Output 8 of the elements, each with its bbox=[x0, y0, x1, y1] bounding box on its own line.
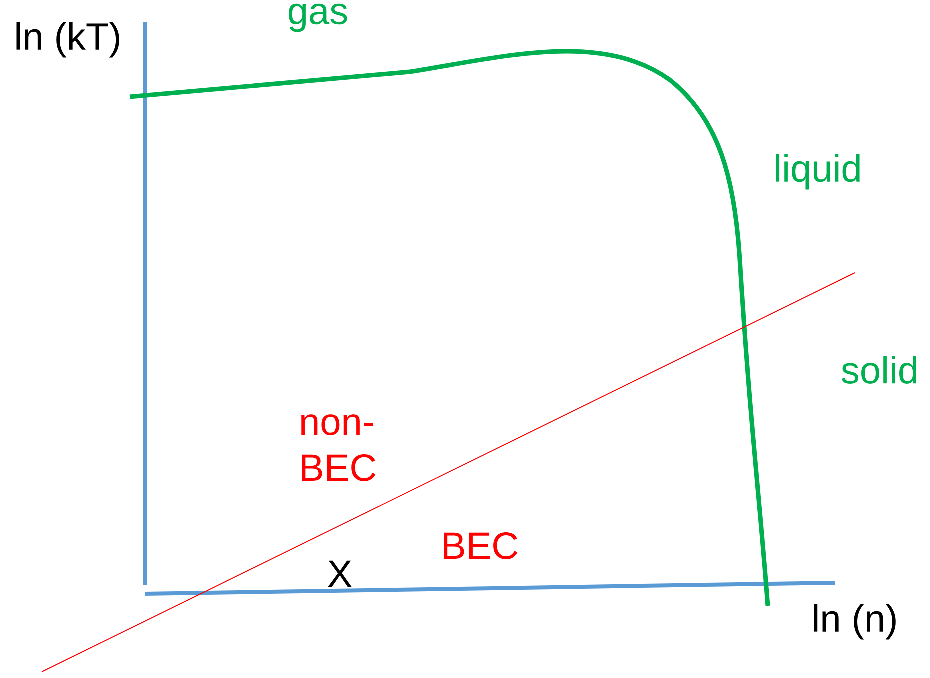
point-marker: X bbox=[328, 560, 352, 588]
phase-label: gas bbox=[288, 4, 348, 32]
region-label: BEC bbox=[444, 532, 518, 560]
phase-label: solid bbox=[842, 356, 917, 384]
axis-label: ln (kT) bbox=[16, 22, 120, 58]
axis-label: ln (n) bbox=[814, 604, 896, 640]
phase-label: liquid bbox=[776, 154, 860, 190]
region-label: non- BEC bbox=[302, 414, 376, 482]
